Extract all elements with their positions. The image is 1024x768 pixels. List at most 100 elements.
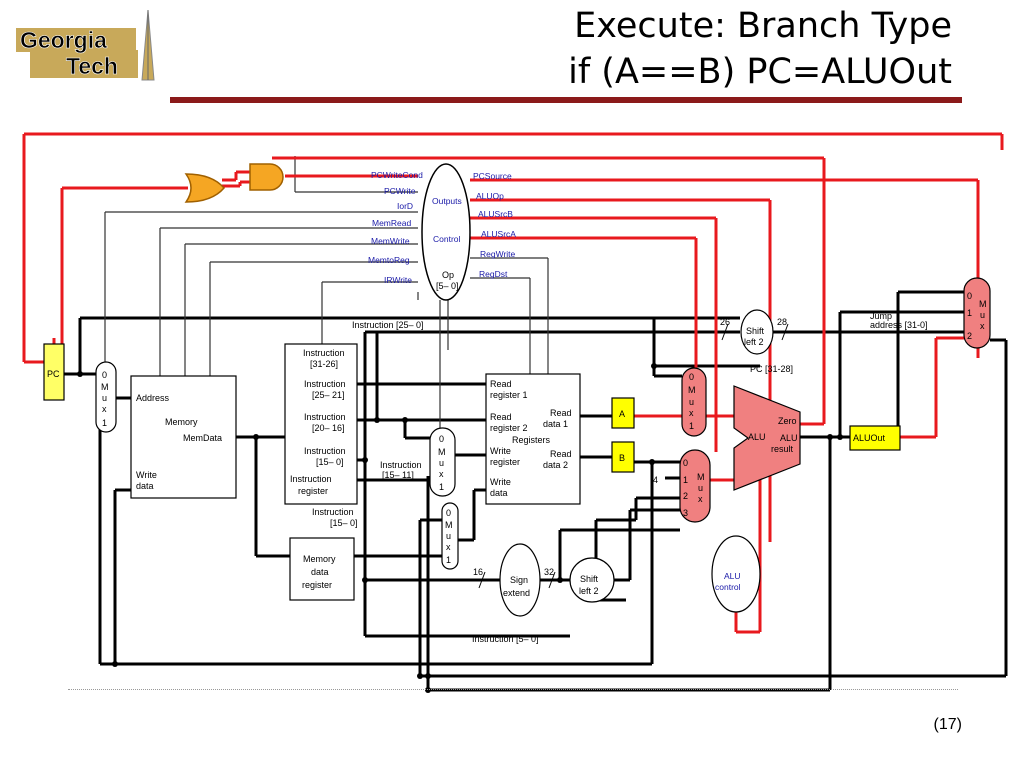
- svg-text:Read: Read: [490, 412, 512, 422]
- svg-text:u: u: [102, 393, 107, 403]
- svg-text:0: 0: [446, 508, 451, 518]
- signal-pcwritecond: PCWriteCond: [371, 170, 423, 180]
- svg-text:register: register: [302, 580, 332, 590]
- pc-label: PC: [47, 369, 60, 379]
- georgia-tech-logo: Georgia Tech: [16, 9, 155, 81]
- svg-text:26: 26: [720, 317, 730, 327]
- logo-text-tech: Tech: [66, 53, 118, 79]
- svg-text:2: 2: [683, 491, 688, 501]
- or-gate-icon: [184, 173, 225, 203]
- svg-text:Memory: Memory: [165, 417, 198, 427]
- label-instr-25-0: Instruction [25– 0]: [352, 320, 424, 330]
- svg-text:MemData: MemData: [183, 433, 222, 443]
- register-file: [485, 373, 581, 505]
- shift-left-2-jump: [740, 309, 774, 355]
- svg-text:x: x: [446, 542, 451, 552]
- mux-regdst: [429, 427, 456, 497]
- svg-text:Address: Address: [136, 393, 170, 403]
- svg-text:result: result: [771, 444, 794, 454]
- svg-text:Read: Read: [490, 379, 512, 389]
- signal-memtoreg: MemtoReg: [368, 255, 410, 265]
- svg-text:[15– 0]: [15– 0]: [316, 457, 344, 467]
- svg-text:x: x: [698, 494, 703, 504]
- svg-text:0: 0: [689, 372, 694, 382]
- and-gate-icon: [249, 163, 284, 191]
- svg-text:B: B: [619, 453, 625, 463]
- signal-regwrite: RegWrite: [480, 249, 516, 259]
- svg-text:M: M: [445, 520, 453, 530]
- svg-text:A: A: [619, 409, 625, 419]
- signal-pcsource: PCSource: [473, 171, 512, 181]
- mux-pcsource: [963, 277, 991, 349]
- mux-alusrcb: [679, 449, 711, 523]
- svg-text:2: 2: [967, 331, 972, 341]
- svg-text:data 1: data 1: [543, 419, 568, 429]
- svg-text:[31-26]: [31-26]: [310, 359, 338, 369]
- svg-text:28: 28: [777, 317, 787, 327]
- svg-text:control: control: [715, 582, 741, 592]
- svg-text:ALU: ALU: [780, 433, 798, 443]
- control-label: Control: [433, 234, 461, 244]
- svg-text:Write: Write: [136, 470, 157, 480]
- svg-text:x: x: [102, 404, 107, 414]
- svg-text:[25– 21]: [25– 21]: [312, 390, 345, 400]
- svg-text:0: 0: [967, 291, 972, 301]
- shift-left-2-branch: [569, 557, 615, 603]
- svg-text:Instruction: Instruction: [304, 446, 346, 456]
- svg-text:u: u: [698, 483, 703, 493]
- svg-text:1: 1: [683, 475, 688, 485]
- control-unit: [421, 163, 471, 301]
- logo-text-georgia: Georgia: [20, 27, 107, 53]
- sign-extend: [499, 543, 541, 617]
- svg-text:16: 16: [473, 567, 483, 577]
- svg-text:M: M: [101, 382, 109, 392]
- svg-text:Instruction: Instruction: [303, 348, 345, 358]
- footer-rule: [68, 689, 958, 690]
- control-op-label: Op: [442, 270, 454, 280]
- svg-text:Shift: Shift: [746, 326, 765, 336]
- svg-text:0: 0: [439, 434, 444, 444]
- label-instr-5-0: Instruction [5– 0]: [472, 634, 539, 644]
- data-wires: [64, 290, 1008, 692]
- svg-text:M: M: [438, 447, 446, 457]
- page-number: (17): [933, 716, 962, 733]
- svg-text:Instruction: Instruction: [304, 379, 346, 389]
- svg-text:Jump: Jump: [870, 311, 892, 321]
- svg-text:Zero: Zero: [778, 416, 797, 426]
- svg-text:[15– 0]: [15– 0]: [330, 518, 358, 528]
- instruction-register: [284, 343, 358, 505]
- svg-text:0: 0: [102, 370, 107, 380]
- control-outputs-label: Outputs: [432, 196, 462, 206]
- svg-text:[20– 16]: [20– 16]: [312, 423, 345, 433]
- signal-alusrcb: ALUSrcB: [478, 209, 513, 219]
- mux-alusrca: [681, 367, 707, 437]
- svg-text:register 1: register 1: [490, 390, 528, 400]
- svg-text:PC [31-28]: PC [31-28]: [750, 364, 793, 374]
- svg-text:register 2: register 2: [490, 423, 528, 433]
- svg-text:0: 0: [683, 458, 688, 468]
- svg-text:M: M: [697, 472, 705, 482]
- svg-text:ALUOut: ALUOut: [853, 433, 886, 443]
- svg-text:32: 32: [544, 567, 554, 577]
- svg-text:ALU: ALU: [724, 571, 741, 581]
- slide-title-line1: Execute: Branch Type: [574, 6, 952, 46]
- slide-title-line2: if (A==B) PC=ALUOut: [568, 52, 952, 92]
- svg-text:left 2: left 2: [579, 586, 599, 596]
- svg-text:register: register: [298, 486, 328, 496]
- signal-irwrite: IRWrite: [384, 275, 412, 285]
- svg-text:x: x: [980, 321, 985, 331]
- svg-text:data: data: [136, 481, 154, 491]
- title-rule: [170, 97, 962, 103]
- svg-text:1: 1: [967, 308, 972, 318]
- control-op-bits: [5– 0]: [436, 281, 459, 291]
- svg-text:Instruction: Instruction: [290, 474, 332, 484]
- svg-text:left 2: left 2: [744, 337, 764, 347]
- signal-iord: IorD: [397, 201, 413, 211]
- pc-register: [43, 343, 65, 401]
- svg-text:1: 1: [439, 482, 444, 492]
- svg-text:u: u: [980, 310, 985, 320]
- mux-iord: [95, 361, 117, 433]
- svg-text:u: u: [689, 397, 694, 407]
- signal-alusrca: ALUSrcA: [481, 229, 516, 239]
